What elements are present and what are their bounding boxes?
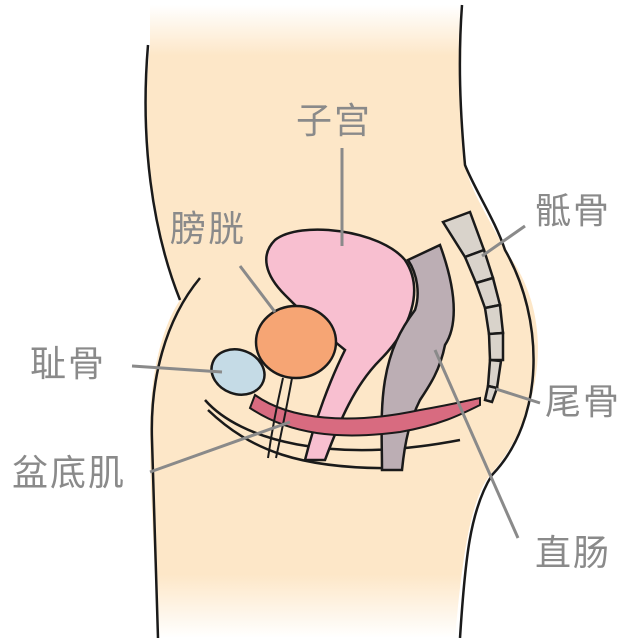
body-outline-back [458, 4, 535, 638]
pelvic-floor-muscle[interactable] [248, 393, 481, 437]
leader-bladder [238, 265, 277, 313]
pubic-bone-shape[interactable] [205, 342, 271, 402]
sacrum-coccyx-shape[interactable] [441, 210, 505, 404]
leader-coccyx [495, 387, 541, 405]
leader-sacrum [481, 224, 526, 258]
urethra [267, 377, 293, 459]
leader-rectum [433, 349, 520, 539]
label-rectum: 直肠 [535, 533, 612, 574]
label-coccyx: 尾骨 [545, 382, 622, 423]
body-outline-front [144, 44, 182, 301]
skin-fold-curve [207, 409, 401, 470]
uterus-shape[interactable] [265, 228, 416, 462]
leader-pubic [131, 364, 223, 374]
label-uterus: 子宫 [296, 101, 373, 142]
leader-lines [131, 148, 541, 539]
perineum-curve [204, 399, 461, 452]
label-pelvic-floor: 盆底肌 [12, 453, 127, 494]
label-pubic-bone: 耻骨 [30, 344, 107, 385]
label-bladder: 膀胱 [170, 209, 247, 250]
thigh-outline-front [150, 277, 201, 638]
bladder-shape[interactable] [254, 304, 338, 380]
label-sacrum: 骶骨 [535, 191, 612, 232]
leader-pelvic-floor [149, 420, 291, 474]
